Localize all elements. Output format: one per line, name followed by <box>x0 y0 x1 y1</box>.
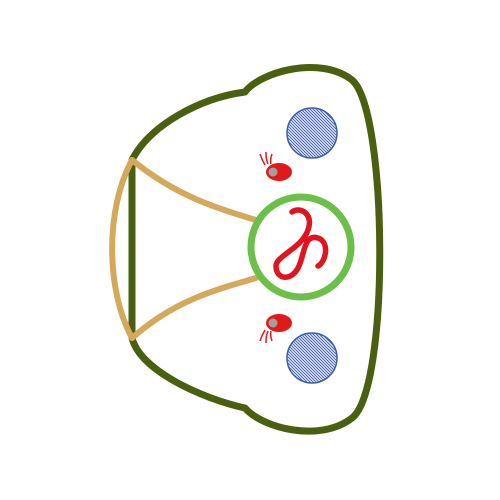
hatch-line <box>317 333 337 383</box>
hatch-line <box>296 333 337 383</box>
hatch-line <box>287 108 321 158</box>
hatch-line <box>287 108 315 158</box>
hatch-line <box>311 108 337 158</box>
hatch-line <box>299 108 337 158</box>
red-loop <box>273 207 329 280</box>
hatch-line <box>287 333 321 383</box>
hatch-line <box>302 333 337 383</box>
hatch-line <box>320 333 337 383</box>
spot-body <box>266 163 292 181</box>
hatch-line <box>287 333 309 383</box>
hatch-line <box>314 108 337 158</box>
hatch-line <box>287 108 312 158</box>
hatch-line <box>287 333 327 383</box>
hatch-line <box>320 108 337 158</box>
hatch-line <box>296 108 337 158</box>
hatch-line <box>299 333 337 383</box>
hatch-line <box>287 108 318 158</box>
hatch-line <box>314 333 337 383</box>
spot-hair <box>269 330 273 342</box>
hatch-line <box>287 333 318 383</box>
band-top-edge <box>129 157 259 223</box>
spot-highlight <box>268 318 278 328</box>
red-spot-upper <box>259 151 292 181</box>
hatch-line <box>287 108 306 158</box>
spot-hair <box>265 330 269 344</box>
hatch-line <box>308 108 337 158</box>
hatch-line <box>305 108 337 158</box>
red-spot-lower <box>259 314 292 344</box>
hatch-line <box>287 108 309 158</box>
hatch-line <box>287 333 306 383</box>
hatch-line <box>287 333 315 383</box>
hatch-line <box>287 333 312 383</box>
hatch-line <box>302 108 337 158</box>
band-bottom-edge <box>129 275 259 341</box>
spot-hair <box>269 153 273 165</box>
hatch-line <box>287 108 327 158</box>
hatch-line <box>287 108 324 158</box>
hatch-line <box>287 333 324 383</box>
hatch-line <box>308 333 337 383</box>
spot-highlight <box>268 167 278 177</box>
band-left-edge <box>109 157 135 341</box>
spot-body <box>266 314 292 332</box>
spot-hair <box>265 151 269 165</box>
band <box>109 157 259 341</box>
hatch-line <box>311 333 337 383</box>
spot-hair <box>259 153 266 166</box>
spot-hair <box>259 329 266 342</box>
hatch-line <box>305 333 337 383</box>
hatch-line <box>317 108 337 158</box>
